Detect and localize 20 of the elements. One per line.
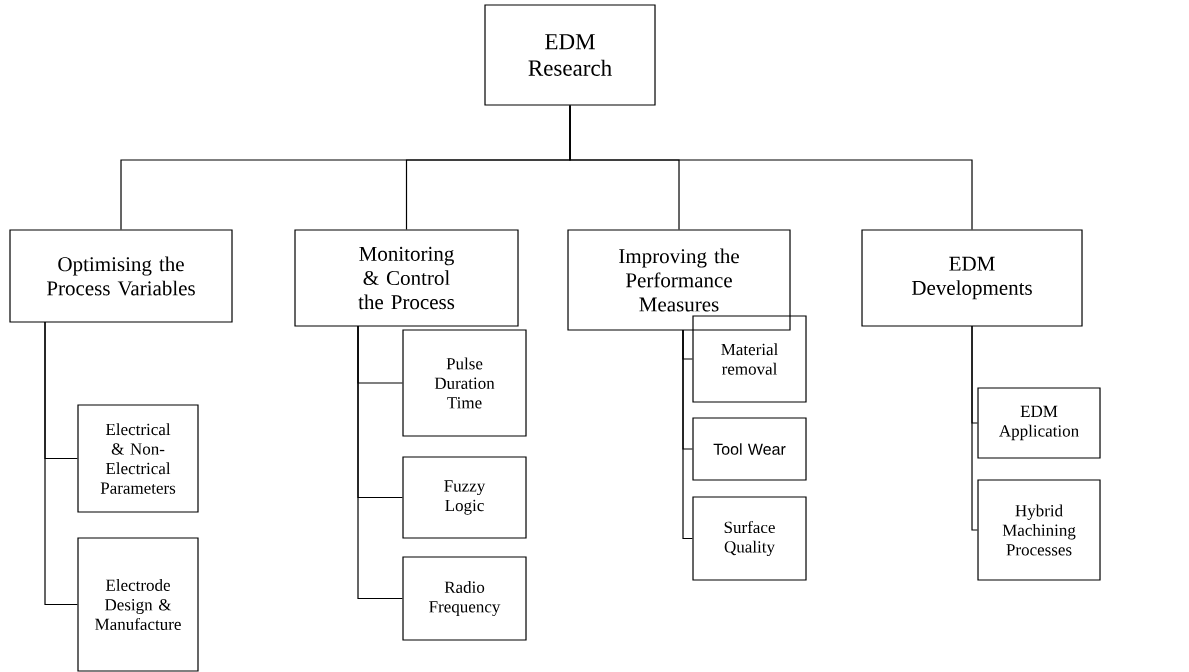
connector-line (971, 325, 978, 531)
subtopic-box: Electrical & Non-Electrical Parameters (77, 404, 199, 513)
connector-line (44, 321, 78, 606)
subtopic-box: Hybrid Machining Processes (977, 479, 1101, 581)
subtopic-box: Surface Quality (692, 496, 807, 581)
subtopic-box: Fuzzy Logic (402, 456, 527, 539)
connector-line (357, 325, 403, 600)
category-box: EDM Developments (861, 229, 1083, 327)
subtopic-box: Pulse Duration Time (402, 329, 527, 437)
category-box: Improving the Performance Measures (567, 229, 791, 331)
connector-line (682, 329, 693, 540)
root-box: EDM Research (484, 4, 656, 106)
subtopic-box: Radio Frequency (402, 556, 527, 641)
subtopic-box: Material removal (692, 315, 807, 403)
connector-line (569, 105, 973, 230)
subtopic-box: EDM Application (977, 387, 1101, 459)
subtopic-box: Electrode Design & Manufacture (77, 537, 199, 672)
subtopic-box: Tool Wear (692, 417, 807, 481)
category-box: Monitoring & Control the Process (294, 229, 519, 327)
category-box: Optimising the Process Variables (9, 229, 233, 323)
